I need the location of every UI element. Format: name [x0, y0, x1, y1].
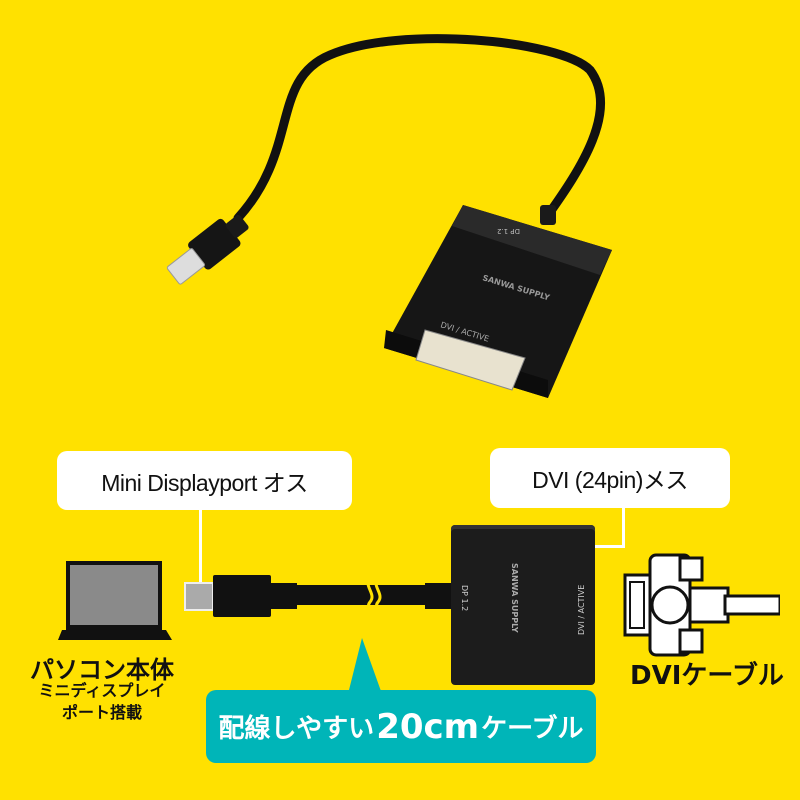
dvi-label: DVI (24pin)メス — [490, 448, 730, 508]
callout-suffix: ケーブル — [481, 714, 584, 744]
adapter-port-out-label: DVI / ACTIVE — [577, 584, 586, 635]
adapter: DP 1.2 DVI / ACTIVE SANWA SUPPLY — [384, 205, 612, 398]
mini-dp-label-text: Mini Displayport オス — [101, 469, 308, 496]
callout-pointer — [348, 638, 382, 694]
cable — [233, 34, 605, 223]
adapter-logo: SANWA SUPPLY — [510, 563, 519, 633]
cable-length-callout: 配線しやすい 20cm ケーブル — [206, 690, 596, 763]
pc-sub-line1: ミニディスプレイ — [38, 681, 166, 700]
dvi-leader-line-v — [622, 508, 625, 548]
adapter-diagram: DP 1.2 SANWA SUPPLY DVI / ACTIVE — [451, 525, 595, 685]
pc-sub-line2: ポート搭載 — [61, 703, 142, 722]
product-photo: DP 1.2 DVI / ACTIVE SANWA SUPPLY — [166, 34, 612, 398]
adapter-port-in-label: DP 1.2 — [460, 585, 469, 612]
dvi-leader-line-h — [594, 545, 625, 548]
mini-dp-leader-line — [199, 510, 202, 584]
dvi-label-text: DVI (24pin)メス — [532, 467, 688, 493]
port-label-top: DP 1.2 — [497, 227, 520, 235]
dvi-cable-label: DVIケーブル — [630, 661, 784, 691]
callout-prefix: 配線しやすい — [218, 714, 375, 744]
laptop-icon — [58, 561, 172, 640]
break-mark-icon — [366, 577, 382, 618]
mini-dp-label: Mini Displayport オス — [57, 451, 352, 510]
mini-dp-plug — [166, 214, 249, 285]
dvi-connector-icon — [623, 553, 780, 657]
pc-title: パソコン本体 — [30, 656, 174, 684]
cable-diagram — [184, 575, 451, 618]
callout-length: 20cm — [376, 706, 480, 747]
